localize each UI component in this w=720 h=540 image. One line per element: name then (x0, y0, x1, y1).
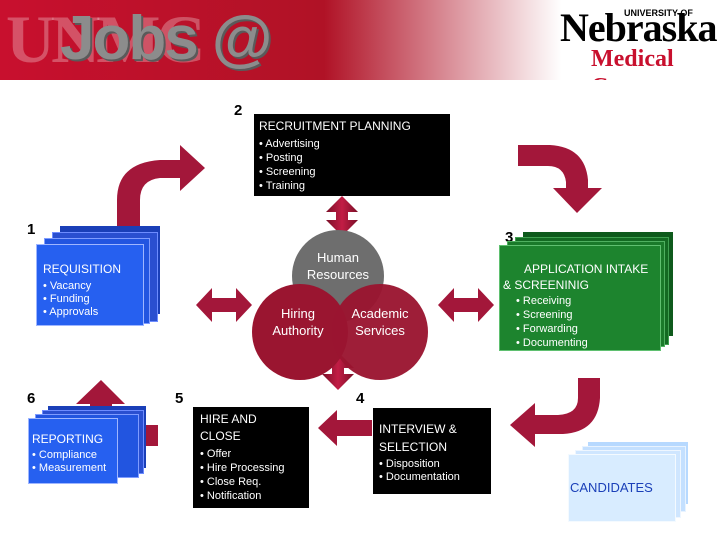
step-item: • Screening (516, 309, 573, 321)
step-title: HIRE AND (200, 412, 257, 426)
step-recruitment-planning: RECRUITMENT PLANNING • Advertising • Pos… (254, 114, 450, 196)
page-title: Jobs @ (60, 4, 272, 73)
step-item: • Notification (200, 490, 262, 502)
step-number-6: 6 (27, 390, 36, 407)
step-item: • Approvals (43, 306, 99, 318)
header-banner: UNMC Jobs @ UNIVERSITY OF Nebraska Medic… (0, 0, 720, 80)
arrow-candidates-to-4 (510, 378, 600, 447)
logo-medical-center: Medical Center (591, 46, 674, 80)
step-item: • Funding (43, 293, 90, 305)
step-title: RECRUITMENT PLANNING (259, 119, 411, 133)
candidates-label: CANDIDATES (570, 480, 653, 495)
step-item: • Forwarding (516, 323, 578, 335)
step-item: • Compliance (32, 449, 97, 461)
circle-hr-line-2: Resources (306, 267, 370, 282)
step-item: • Documenting (516, 337, 588, 349)
step-item: • Posting (259, 152, 303, 164)
step-item: • Screening (259, 166, 316, 178)
step-title-line-2: CLOSE (200, 429, 241, 443)
circle-hr-line-1: Human (317, 250, 359, 265)
step-title: REQUISITION (43, 262, 122, 276)
step-title-line-2: SELECTION (379, 440, 448, 454)
circle-hr-label: Human Resources (296, 249, 380, 283)
step-item: • Vacancy (43, 280, 92, 292)
arrow-1-to-2 (117, 145, 205, 227)
step-number-4: 4 (356, 390, 365, 407)
step-number-3: 3 (505, 229, 514, 246)
step-number-1: 1 (27, 221, 36, 238)
step-item: • Measurement (32, 462, 107, 474)
unmc-ghost-text: UNMC (6, 1, 206, 77)
step-number-5: 5 (175, 390, 184, 407)
step-item: • Receiving (516, 295, 572, 307)
step-title: REPORTING (32, 432, 104, 446)
arrow-academic-3 (438, 288, 494, 322)
step-hire-and-close: HIRE AND CLOSE • Offer • Hire Processing… (193, 407, 309, 508)
step-item: • Documentation (379, 471, 460, 483)
circle-academic-label: Academic Services (338, 305, 422, 339)
circle-academic-line-2: Services (355, 323, 405, 338)
step-reporting: REPORTING • Compliance • Measurement (28, 406, 152, 484)
step-item: • Advertising (259, 138, 320, 150)
step-item: • Training (259, 180, 306, 192)
circle-academic-services (332, 284, 428, 380)
step-item: • Disposition (379, 458, 440, 470)
logo-nebraska: Nebraska (560, 5, 717, 50)
arrow-2-to-3 (518, 145, 602, 213)
logo-university-of: UNIVERSITY OF (624, 8, 693, 18)
arrow-2-hr (326, 196, 358, 236)
step-number-2: 2 (234, 102, 243, 119)
circle-hiring-line-2: Authority (272, 323, 324, 338)
step-title-line-2: & SCREENINIG (503, 278, 590, 292)
step-requisition: REQUISITION • Vacancy • Funding • Approv… (36, 226, 166, 326)
circle-hiring-line-1: Hiring (281, 306, 315, 321)
step-interview-selection: INTERVIEW & SELECTION • Disposition • Do… (373, 408, 491, 494)
step-title: APPLICATION INTAKE (524, 262, 649, 276)
step-application-intake: APPLICATION INTAKE & SCREENINIG • Receiv… (497, 232, 675, 351)
arrow-1-hiring (196, 288, 252, 322)
arrow-4-to-5 (318, 410, 372, 446)
step-item: • Close Req. (200, 476, 262, 488)
circle-hiring-label: Hiring Authority (256, 305, 340, 339)
step-item: • Offer (200, 448, 232, 460)
circle-academic-line-1: Academic (351, 306, 409, 321)
step-item: • Hire Processing (200, 462, 285, 474)
step-title: INTERVIEW & (379, 422, 457, 436)
candidates-box: CANDIDATES (568, 442, 692, 522)
